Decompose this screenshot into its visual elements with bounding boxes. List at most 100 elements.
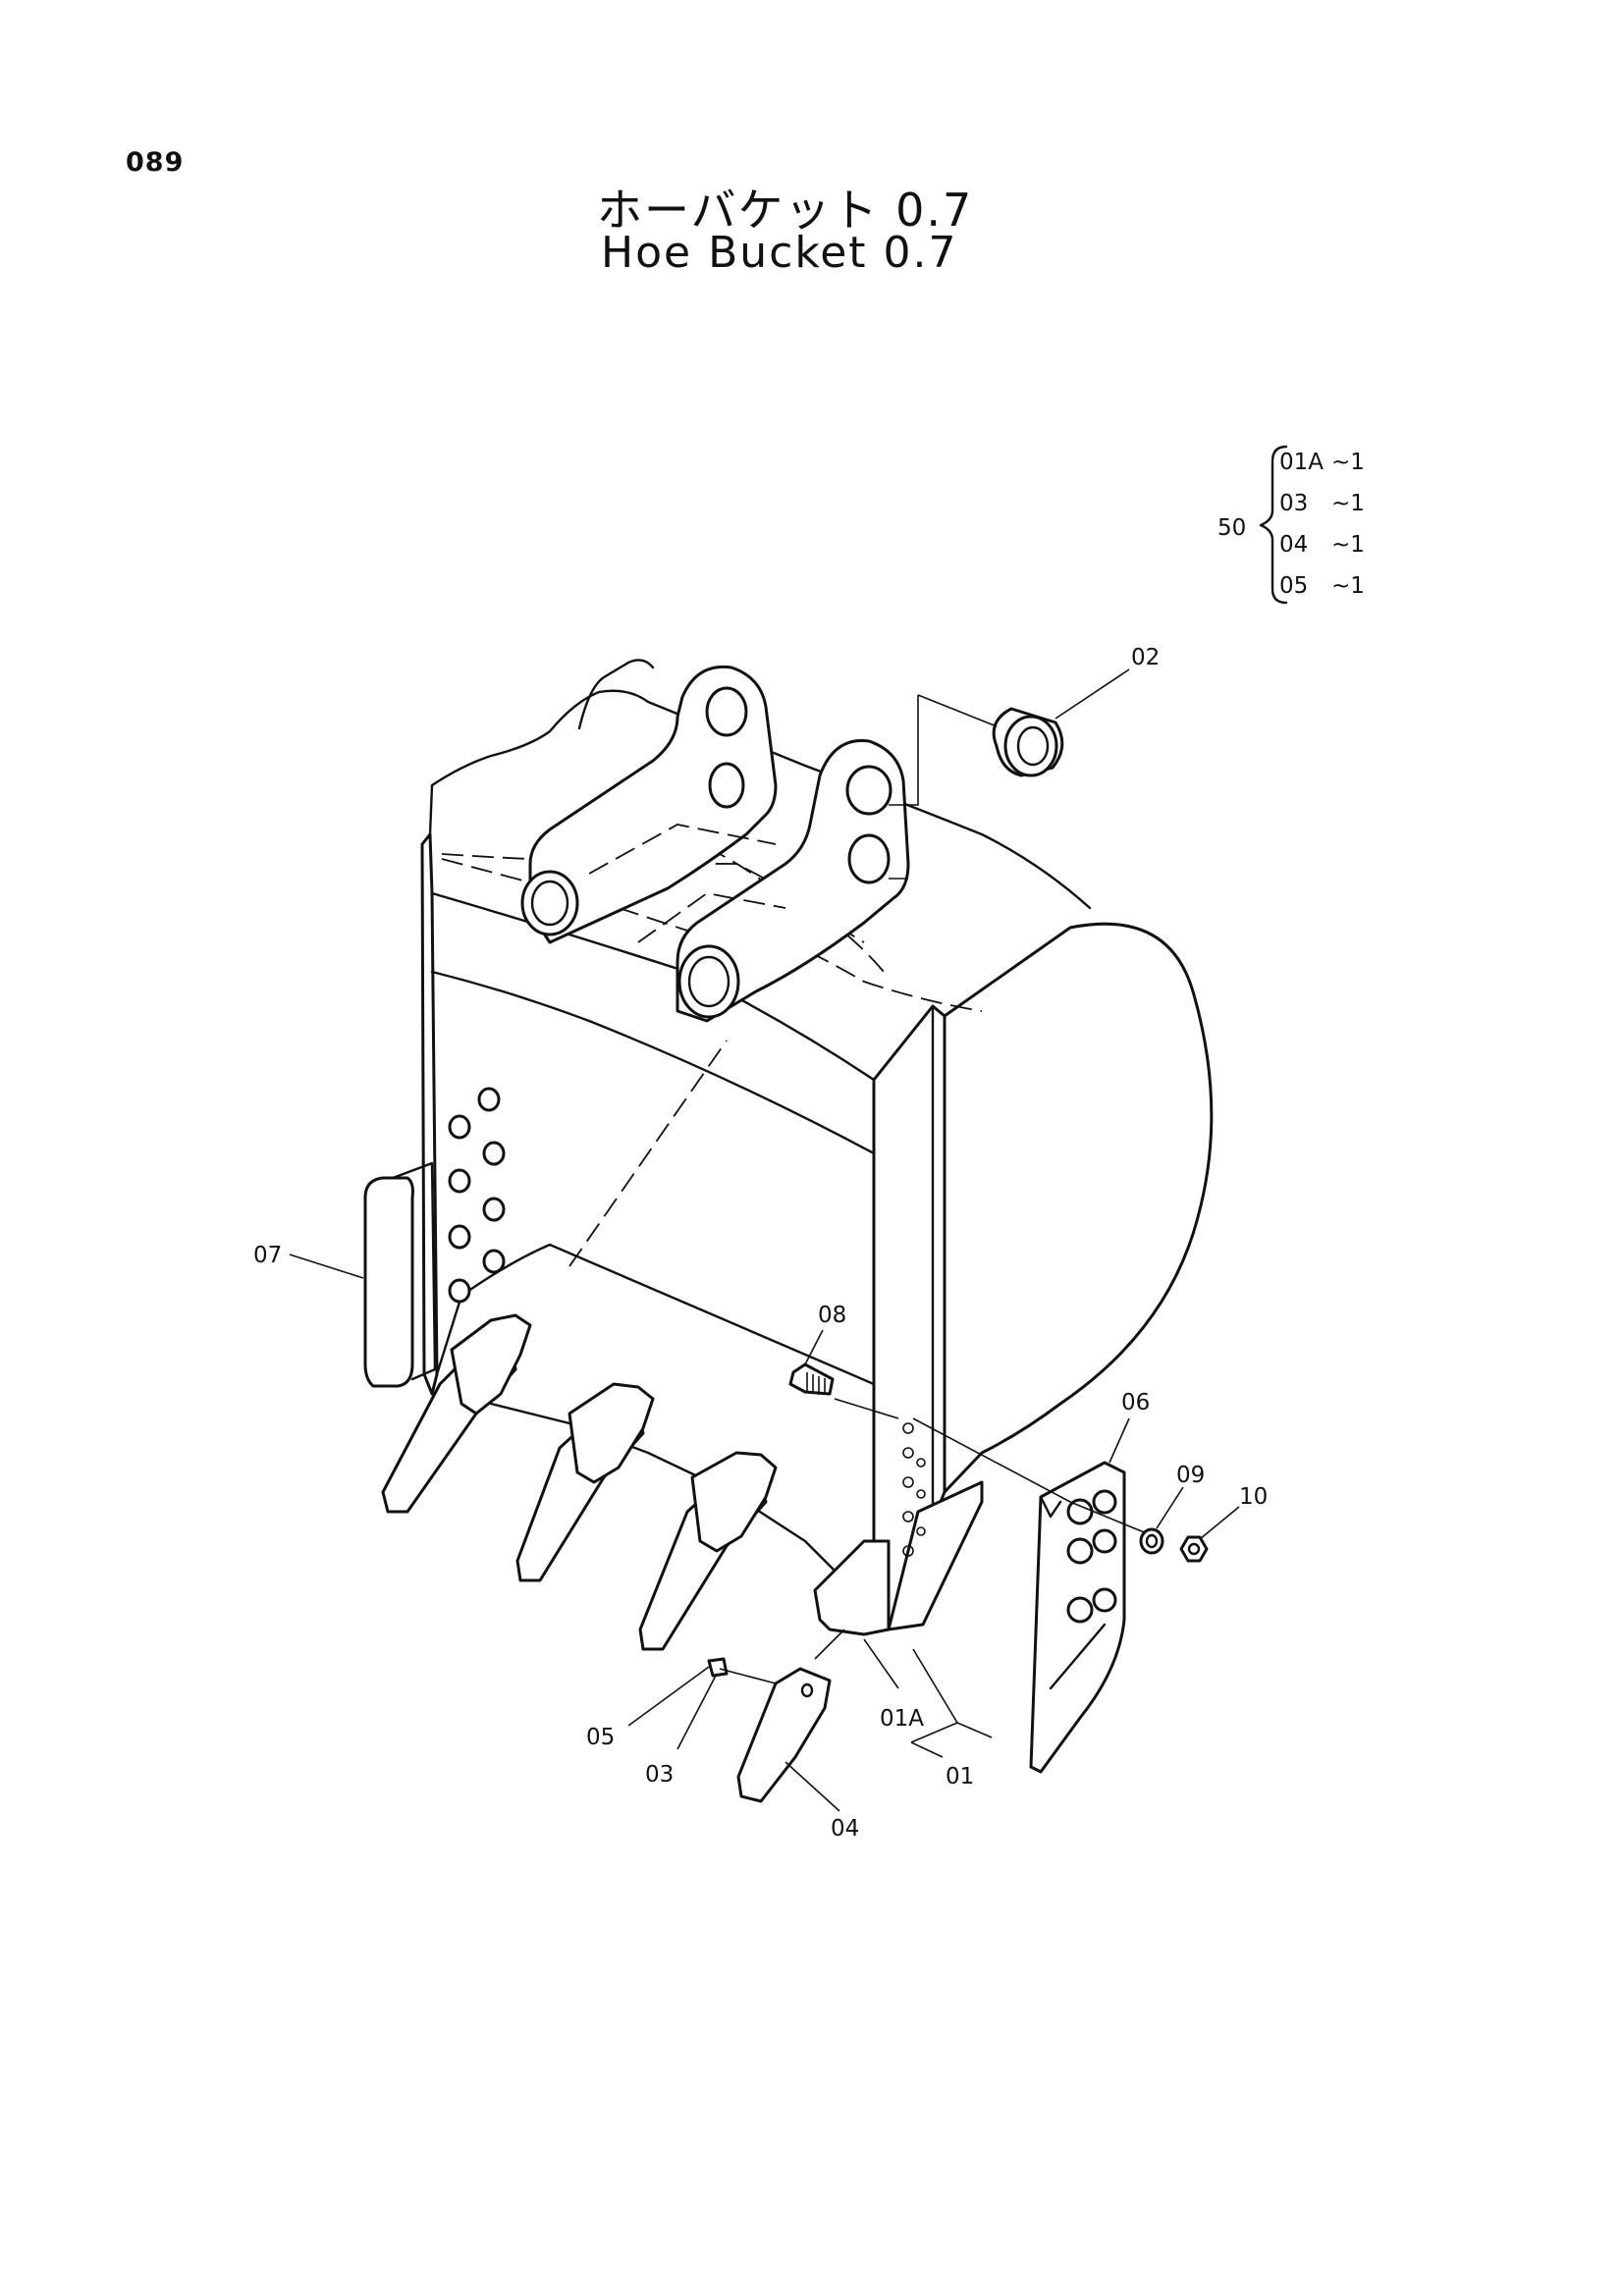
kit-item-part: 01A <box>1279 450 1324 475</box>
boss-hole <box>520 870 579 936</box>
kit-legend: 50 01A ~1 03 ~1 04 ~1 05 ~1 <box>1217 445 1365 605</box>
side-cutter-wedge <box>887 1480 984 1631</box>
boss-brackets <box>520 665 910 1023</box>
leader-10 <box>1199 1506 1240 1540</box>
nut-10 <box>1179 1535 1209 1563</box>
hidden-line <box>441 853 885 973</box>
bucket-body <box>420 659 1214 1631</box>
bolt-axis <box>834 1398 899 1419</box>
bucket-rear-lip <box>577 659 655 730</box>
cutter-bevel <box>1049 1623 1107 1690</box>
cutting-edge <box>489 1402 837 1573</box>
leader-09 <box>1156 1486 1184 1529</box>
kit-item-part: 03 <box>1279 491 1308 516</box>
hidden-line <box>568 1040 728 1267</box>
teeth <box>381 1313 891 1651</box>
pin-03-axis <box>719 1668 777 1684</box>
kit-item-part: 04 <box>1279 532 1308 558</box>
left-boss-bracket <box>528 665 778 944</box>
leader-05 <box>627 1666 710 1727</box>
nut-bore <box>1187 1542 1201 1556</box>
leader-02 <box>1055 668 1130 720</box>
callout-01a: 01A <box>880 1706 924 1732</box>
cutter-hole <box>1092 1489 1117 1515</box>
kit-item-qty: ~1 <box>1331 532 1365 558</box>
washer-09 <box>1139 1527 1164 1555</box>
lock-05 <box>707 1657 729 1678</box>
cutter-hole <box>1092 1528 1117 1554</box>
callout-08: 08 <box>818 1303 846 1328</box>
boss-hole <box>845 765 893 816</box>
leader-08 <box>804 1329 824 1365</box>
leader-01-join <box>910 1741 944 1758</box>
boss-hole-inner <box>687 955 730 1008</box>
hidden-line <box>637 892 786 943</box>
callout-06: 06 <box>1121 1390 1150 1415</box>
leader-01a <box>863 1638 899 1689</box>
leader-01-bracket <box>910 1722 958 1743</box>
callout-10: 10 <box>1239 1484 1268 1510</box>
bolt <box>788 1362 835 1396</box>
bucket-shell <box>943 922 1214 1494</box>
tooth-point-04 <box>736 1667 832 1803</box>
washer-bore <box>1145 1533 1159 1549</box>
kit-number: 50 <box>1217 515 1246 541</box>
right-plate-holes <box>902 1422 926 1557</box>
cutter-hole <box>1066 1498 1094 1525</box>
callout-04: 04 <box>831 1816 859 1842</box>
callout-labels: 01 01A 02 03 04 05 06 07 08 09 10 <box>253 645 1268 1842</box>
callout-02: 02 <box>1131 645 1160 670</box>
side-wear-plate-back <box>391 1161 437 1381</box>
kit-item-qty: ~1 <box>1331 573 1365 599</box>
kit-item-part: 05 <box>1279 573 1308 599</box>
tooth-adapter <box>450 1313 532 1415</box>
left-plate-bolt-holes <box>448 1087 506 1304</box>
bushing-02 <box>889 668 1130 880</box>
right-boss-bracket <box>676 738 910 1023</box>
leader-04 <box>784 1761 840 1812</box>
side-wear-plate <box>363 1176 414 1388</box>
bolt-axis <box>912 1417 1155 1537</box>
leader-07 <box>289 1254 364 1279</box>
hidden-line <box>588 824 777 875</box>
boss-hole-inner <box>530 880 569 927</box>
bucket-floor-line <box>548 1243 876 1386</box>
tooth-adapter <box>690 1451 778 1553</box>
bolt-08 <box>788 1329 899 1419</box>
tooth-adapter <box>568 1382 655 1484</box>
cutter-hole <box>1066 1596 1094 1624</box>
kit-brace <box>1259 445 1288 605</box>
adapter-axis <box>814 1629 845 1660</box>
boss-hole <box>847 833 891 884</box>
bushing-axis <box>889 695 919 806</box>
bucket-top-rim <box>428 689 1092 910</box>
callout-03: 03 <box>645 1762 674 1788</box>
kit-item-qty: ~1 <box>1331 491 1365 516</box>
boss-hole <box>708 762 745 809</box>
callout-01: 01 <box>946 1764 974 1789</box>
washer-nut <box>1139 1486 1240 1563</box>
cutter-hole <box>1066 1537 1094 1565</box>
corner-adapter-01a <box>813 1539 891 1636</box>
boss-hole <box>705 686 748 737</box>
bushing-bore <box>1016 725 1050 767</box>
kit-item-qty: ~1 <box>1331 450 1365 475</box>
side-cutter-lip <box>1039 1495 1062 1519</box>
callout-09: 09 <box>1176 1463 1205 1488</box>
exploded-tooth-point <box>627 1629 845 1812</box>
side-cutter-06 <box>912 1417 1155 1774</box>
side-wear-plate-07 <box>289 1161 437 1388</box>
title-english: Hoe Bucket 0.7 <box>601 228 958 278</box>
leader-06 <box>1109 1417 1130 1464</box>
callout-07: 07 <box>253 1243 282 1268</box>
bushing-axis <box>917 694 998 727</box>
title-japanese: ホーバケット 0.7 <box>597 184 974 237</box>
bushing-end <box>1003 715 1058 777</box>
leaders-01 <box>863 1638 993 1758</box>
page-number: 089 <box>126 147 185 178</box>
leader-03 <box>676 1673 718 1750</box>
bolt-thread <box>806 1372 826 1395</box>
pin-hole <box>800 1682 814 1698</box>
callout-05: 05 <box>586 1725 615 1750</box>
